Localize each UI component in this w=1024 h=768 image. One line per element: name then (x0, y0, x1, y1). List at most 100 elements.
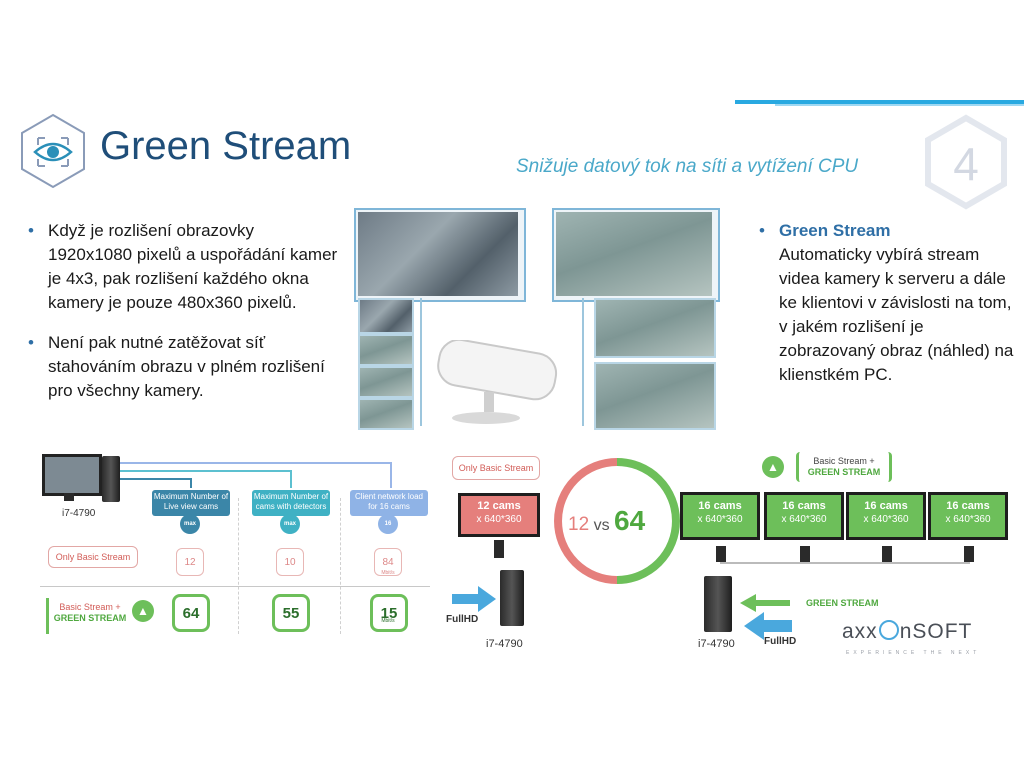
basic-value-network-load: 84 (374, 548, 402, 576)
right-monitor-sub: x 640*360 (697, 514, 743, 525)
thumbs-up-icon: ▲ (132, 600, 154, 622)
arrow-left-green-icon (740, 594, 790, 612)
header-accent-line (735, 100, 1024, 104)
right-monitor-sub: x 640*360 (781, 514, 827, 525)
basic-value-live-view: 12 (176, 548, 204, 576)
logo-text-a: axx (842, 620, 878, 643)
connector-line (582, 298, 584, 426)
logo-tagline: EXPERIENCE THE NEXT (846, 650, 981, 656)
pc-tower-icon (102, 456, 120, 502)
badge-number: 4 (953, 138, 979, 190)
green-tag-line2: GREEN STREAM (807, 467, 881, 477)
monitor-stand (716, 546, 726, 562)
monitor-stand (964, 546, 974, 562)
connector-line (390, 462, 392, 488)
connector-line (420, 298, 422, 426)
live-view-grid-left (354, 208, 526, 302)
green-value-live-view: 64 (172, 594, 210, 632)
right-monitor-3: 16 cams x 640*360 (846, 492, 926, 540)
column-header-network-load: Client network load for 16 cams (350, 490, 428, 516)
basic-value-detectors: 10 (276, 548, 304, 576)
right-monitor-sub: x 640*360 (945, 514, 991, 525)
connector-line (120, 470, 290, 472)
right-bullet-body: Automaticky vybírá stream videa kamery k… (779, 245, 1014, 384)
green-stream-label: GREEN STREAM (806, 598, 879, 608)
left-monitor-title: 12 cams (477, 500, 521, 512)
green-unit: Mbit/s (381, 618, 395, 624)
right-monitor-title: 16 cams (864, 500, 908, 512)
video-camera-icon: 16 (378, 514, 398, 534)
column-header-live-view: Maximum Number of Live view cams (152, 490, 230, 516)
right-bullet-item: Green Stream Automaticky vybírá stream v… (759, 219, 1014, 387)
vs-ring (554, 458, 680, 584)
live-view-grid-right (552, 208, 720, 302)
right-input-label: FullHD (764, 636, 797, 647)
left-input-label: FullHD (446, 614, 479, 625)
camera-thumbnail (358, 334, 414, 366)
left-bullet-list: Když je rozlišení obrazovky 1920x1080 pi… (28, 219, 338, 419)
vs-left-value: 12 (568, 514, 590, 535)
arrow-right-icon (452, 586, 496, 612)
table-diagram: i7-4790 Maximum Number of Live view cams… (40, 454, 430, 634)
left-monitor-sub: x 640*360 (476, 514, 522, 525)
right-monitor-title: 16 cams (946, 500, 990, 512)
green-row-label-line2: GREEN STREAM (53, 613, 127, 623)
connector-line (290, 470, 292, 488)
monitor-stand (800, 546, 810, 562)
page-subtitle: Snižuje datový tok na síti a vytížení CP… (516, 156, 859, 177)
eye-icon (21, 113, 85, 189)
cctv-camera-icon (437, 340, 558, 424)
right-pc-label: i7-4790 (698, 638, 735, 650)
left-pc-label: i7-4790 (486, 638, 523, 650)
thumbs-up-icon: ▲ (762, 456, 784, 478)
connector-line (120, 462, 390, 464)
basic-unit: Mbit/s (381, 570, 395, 576)
arrow-left-blue-icon (744, 612, 792, 640)
connector-line (190, 478, 192, 488)
camera-grid-image (556, 212, 712, 296)
camera-large-view (594, 298, 716, 358)
green-value-detectors: 55 (272, 594, 310, 632)
right-monitor-2: 16 cams x 640*360 (764, 492, 844, 540)
left-monitor-stand (494, 540, 504, 558)
camera-large-view (594, 362, 716, 430)
column-divider (238, 498, 239, 634)
green-value-network-load: 15 (370, 594, 408, 632)
left-bullet-1: Když je rozlišení obrazovky 1920x1080 pi… (28, 219, 338, 315)
right-bullet: Green Stream Automaticky vybírá stream v… (759, 219, 1014, 403)
right-monitor-4: 16 cams x 640*360 (928, 492, 1008, 540)
row-label-basic-stream: Only Basic Stream (48, 546, 138, 568)
camera-thumbnail (358, 298, 414, 334)
right-pc-tower-icon (704, 576, 732, 632)
green-row-label-line1: Basic Stream + (59, 602, 121, 612)
left-bullet-2: Není pak nutné zatěžovat síť stahováním … (28, 331, 338, 403)
right-monitor-title: 16 cams (782, 500, 826, 512)
left-pc-tower-icon (500, 570, 524, 626)
video-camera-icon: max (280, 514, 300, 534)
vs-right-value: 64 (614, 505, 646, 536)
row-label-green-stream: Basic Stream + GREEN STREAM (46, 598, 131, 634)
left-monitor: 12 cams x 640*360 (458, 493, 540, 537)
pc-label: i7-4790 (62, 508, 96, 519)
video-camera-icon: max (180, 514, 200, 534)
section-number-badge: 4 (925, 114, 1007, 210)
right-bullet-heading: Green Stream (779, 221, 891, 240)
camera-thumbnail (358, 398, 414, 430)
camera-thumbnail (358, 366, 414, 398)
column-divider (340, 498, 341, 634)
monitor-connector (720, 562, 970, 564)
green-stream-tag: Basic Stream + GREEN STREAM (796, 452, 892, 482)
column-header-detectors: Maximum Number of cams with detectors (252, 490, 330, 516)
pc-monitor-stand (64, 493, 74, 501)
page-title: Green Stream (100, 124, 352, 168)
logo-ring-icon (878, 620, 899, 640)
vs-text: 12 vs 64 (568, 505, 668, 545)
row-divider (40, 586, 430, 587)
pc-monitor-icon (42, 454, 102, 496)
right-monitor-title: 16 cams (698, 500, 742, 512)
right-monitor-sub: x 640*360 (863, 514, 909, 525)
monitor-stand (882, 546, 892, 562)
connector-line (120, 478, 190, 480)
header-accent-line-light (775, 104, 1024, 106)
